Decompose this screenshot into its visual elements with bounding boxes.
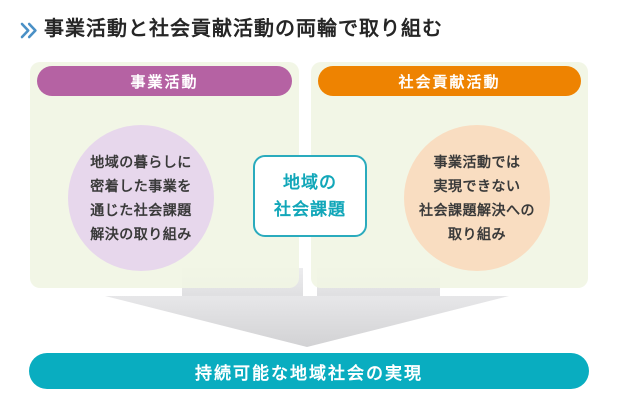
business-circle-line: 地域の暮らしに [90, 154, 192, 170]
contribution-circle-line: 取り組み [448, 226, 506, 242]
business-header-pill: 事業活動 [37, 66, 292, 96]
arrow-head [105, 296, 509, 347]
contribution-header-label: 社会貢献活動 [398, 73, 501, 91]
regional-issues-line: 地域の [283, 173, 337, 192]
business-circle-line: 解決の取り組み [90, 226, 192, 242]
contribution-header-pill: 社会貢献活動 [318, 66, 581, 96]
double-chevron-icon [20, 22, 37, 38]
outcome-banner: 持続可能な地域社会の実現 [29, 353, 589, 389]
contribution-circle-line: 社会課題解決への [419, 202, 535, 218]
diagram-title: 事業活動と社会貢献活動の両輪で取り組む [20, 16, 443, 42]
outcome-banner-label: 持続可能な地域社会の実現 [195, 363, 423, 383]
page-title: 事業活動と社会貢献活動の両輪で取り組む [44, 18, 443, 40]
business-circle-line: 密着した事業を [90, 178, 192, 194]
business-circle: 地域の暮らしに 密着した事業を 通じた社会課題 解決の取り組み [68, 125, 214, 271]
business-circle-line: 通じた社会課題 [90, 202, 192, 218]
contribution-circle: 事業活動では 実現できない 社会課題解決への 取り組み [404, 125, 550, 271]
regional-issues-line: 社会課題 [274, 200, 346, 219]
regional-issues-box: 地域の 社会課題 [253, 155, 367, 237]
contribution-circle-line: 実現できない [433, 178, 521, 194]
contribution-circle-line: 事業活動では [433, 154, 521, 170]
business-header-label: 事業活動 [130, 73, 199, 91]
panel-business-activities: 事業活動 地域の暮らしに 密着した事業を 通じた社会課題 解決の取り組み [30, 62, 299, 288]
